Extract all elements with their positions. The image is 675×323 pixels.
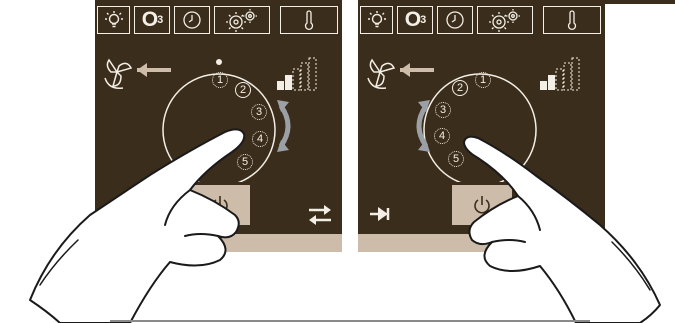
power-icon: [472, 194, 492, 216]
dial-position-4: 4: [252, 131, 268, 147]
power-button[interactable]: [452, 185, 512, 225]
gears-icon[interactable]: [477, 6, 533, 34]
dial-position-1: 1: [475, 72, 491, 88]
rotate-arrow-icon: [402, 96, 432, 156]
dial-position-2: 2: [235, 82, 251, 98]
speed-bars-icon: [539, 57, 583, 91]
swap-arrows-icon[interactable]: [307, 204, 333, 226]
bulb-icon[interactable]: [97, 6, 130, 34]
lamp-icon[interactable]: [368, 204, 394, 224]
speed-bars-icon: [276, 57, 320, 91]
dial-position-2: 2: [452, 80, 468, 96]
dial-position-5: 5: [448, 151, 464, 167]
dial-position-1: 1: [212, 72, 228, 88]
ground-line: [110, 320, 590, 322]
thermometer-icon[interactable]: [280, 6, 338, 34]
gears-icon[interactable]: [214, 6, 270, 34]
power-button[interactable]: [190, 185, 250, 225]
left-bottom-strip: [95, 234, 342, 252]
thermometer-icon[interactable]: [543, 6, 601, 34]
dial-position-3: 3: [251, 104, 267, 120]
rotate-arrow-icon: [275, 96, 305, 156]
dial-position-3: 3: [435, 102, 451, 118]
timer-icon[interactable]: [437, 6, 473, 34]
right-bottom-strip: [358, 234, 605, 252]
dial-position-4: 4: [434, 128, 450, 144]
power-icon: [210, 194, 230, 216]
timer-icon[interactable]: [174, 6, 210, 34]
dial-position-5: 5: [237, 154, 253, 170]
bulb-icon[interactable]: [360, 6, 393, 34]
